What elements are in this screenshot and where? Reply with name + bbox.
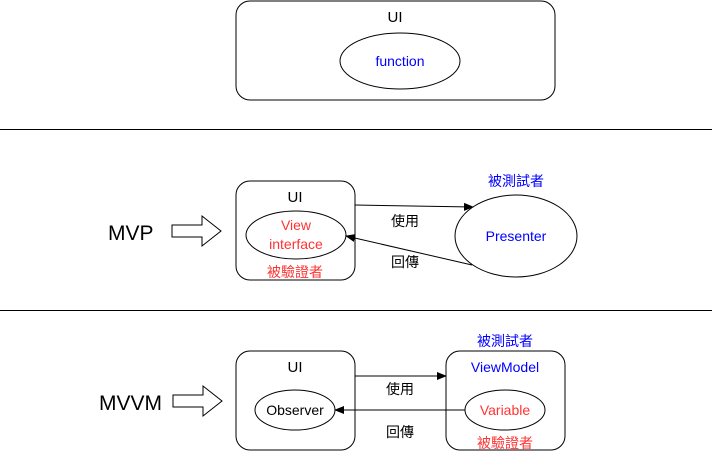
function-ellipse (339, 32, 461, 90)
section-mvp: MVP UI View interface 被驗證者 被測試者 Presente… (108, 173, 578, 281)
verified-label: 被驗證者 (267, 264, 323, 280)
block-arrow-icon (171, 214, 222, 248)
presenter-ellipse (454, 194, 578, 278)
function-label: function (375, 53, 424, 69)
return-label: 回傳 (391, 254, 419, 270)
view-interface-label-line1: View (281, 217, 312, 233)
variable-label: Variable (480, 402, 531, 418)
view-interface-label-line2: interface (269, 236, 323, 252)
return-label: 回傳 (386, 424, 414, 440)
use-label: 使用 (386, 381, 414, 397)
presenter-label: Presenter (486, 228, 547, 244)
ui-label: UI (388, 9, 403, 26)
pattern-label-mvvm: MVVM (99, 392, 162, 415)
verified-label: 被驗證者 (477, 435, 533, 451)
use-arrow (354, 202, 474, 211)
section-mvvm: MVVM UI Observer 被測試者 ViewModel Variable… (99, 333, 566, 451)
use-label: 使用 (391, 213, 419, 229)
tested-label: 被測試者 (477, 333, 533, 349)
pattern-label-mvp: MVP (108, 222, 154, 245)
return-arrow (345, 234, 473, 266)
section-plain-ui: UI function (235, 0, 556, 101)
ui-label: UI (288, 359, 303, 376)
observer-label: Observer (266, 402, 324, 418)
tested-label: 被測試者 (488, 173, 544, 189)
viewmodel-label: ViewModel (471, 359, 539, 375)
ui-label: UI (288, 189, 303, 206)
block-arrow-icon (172, 384, 223, 418)
